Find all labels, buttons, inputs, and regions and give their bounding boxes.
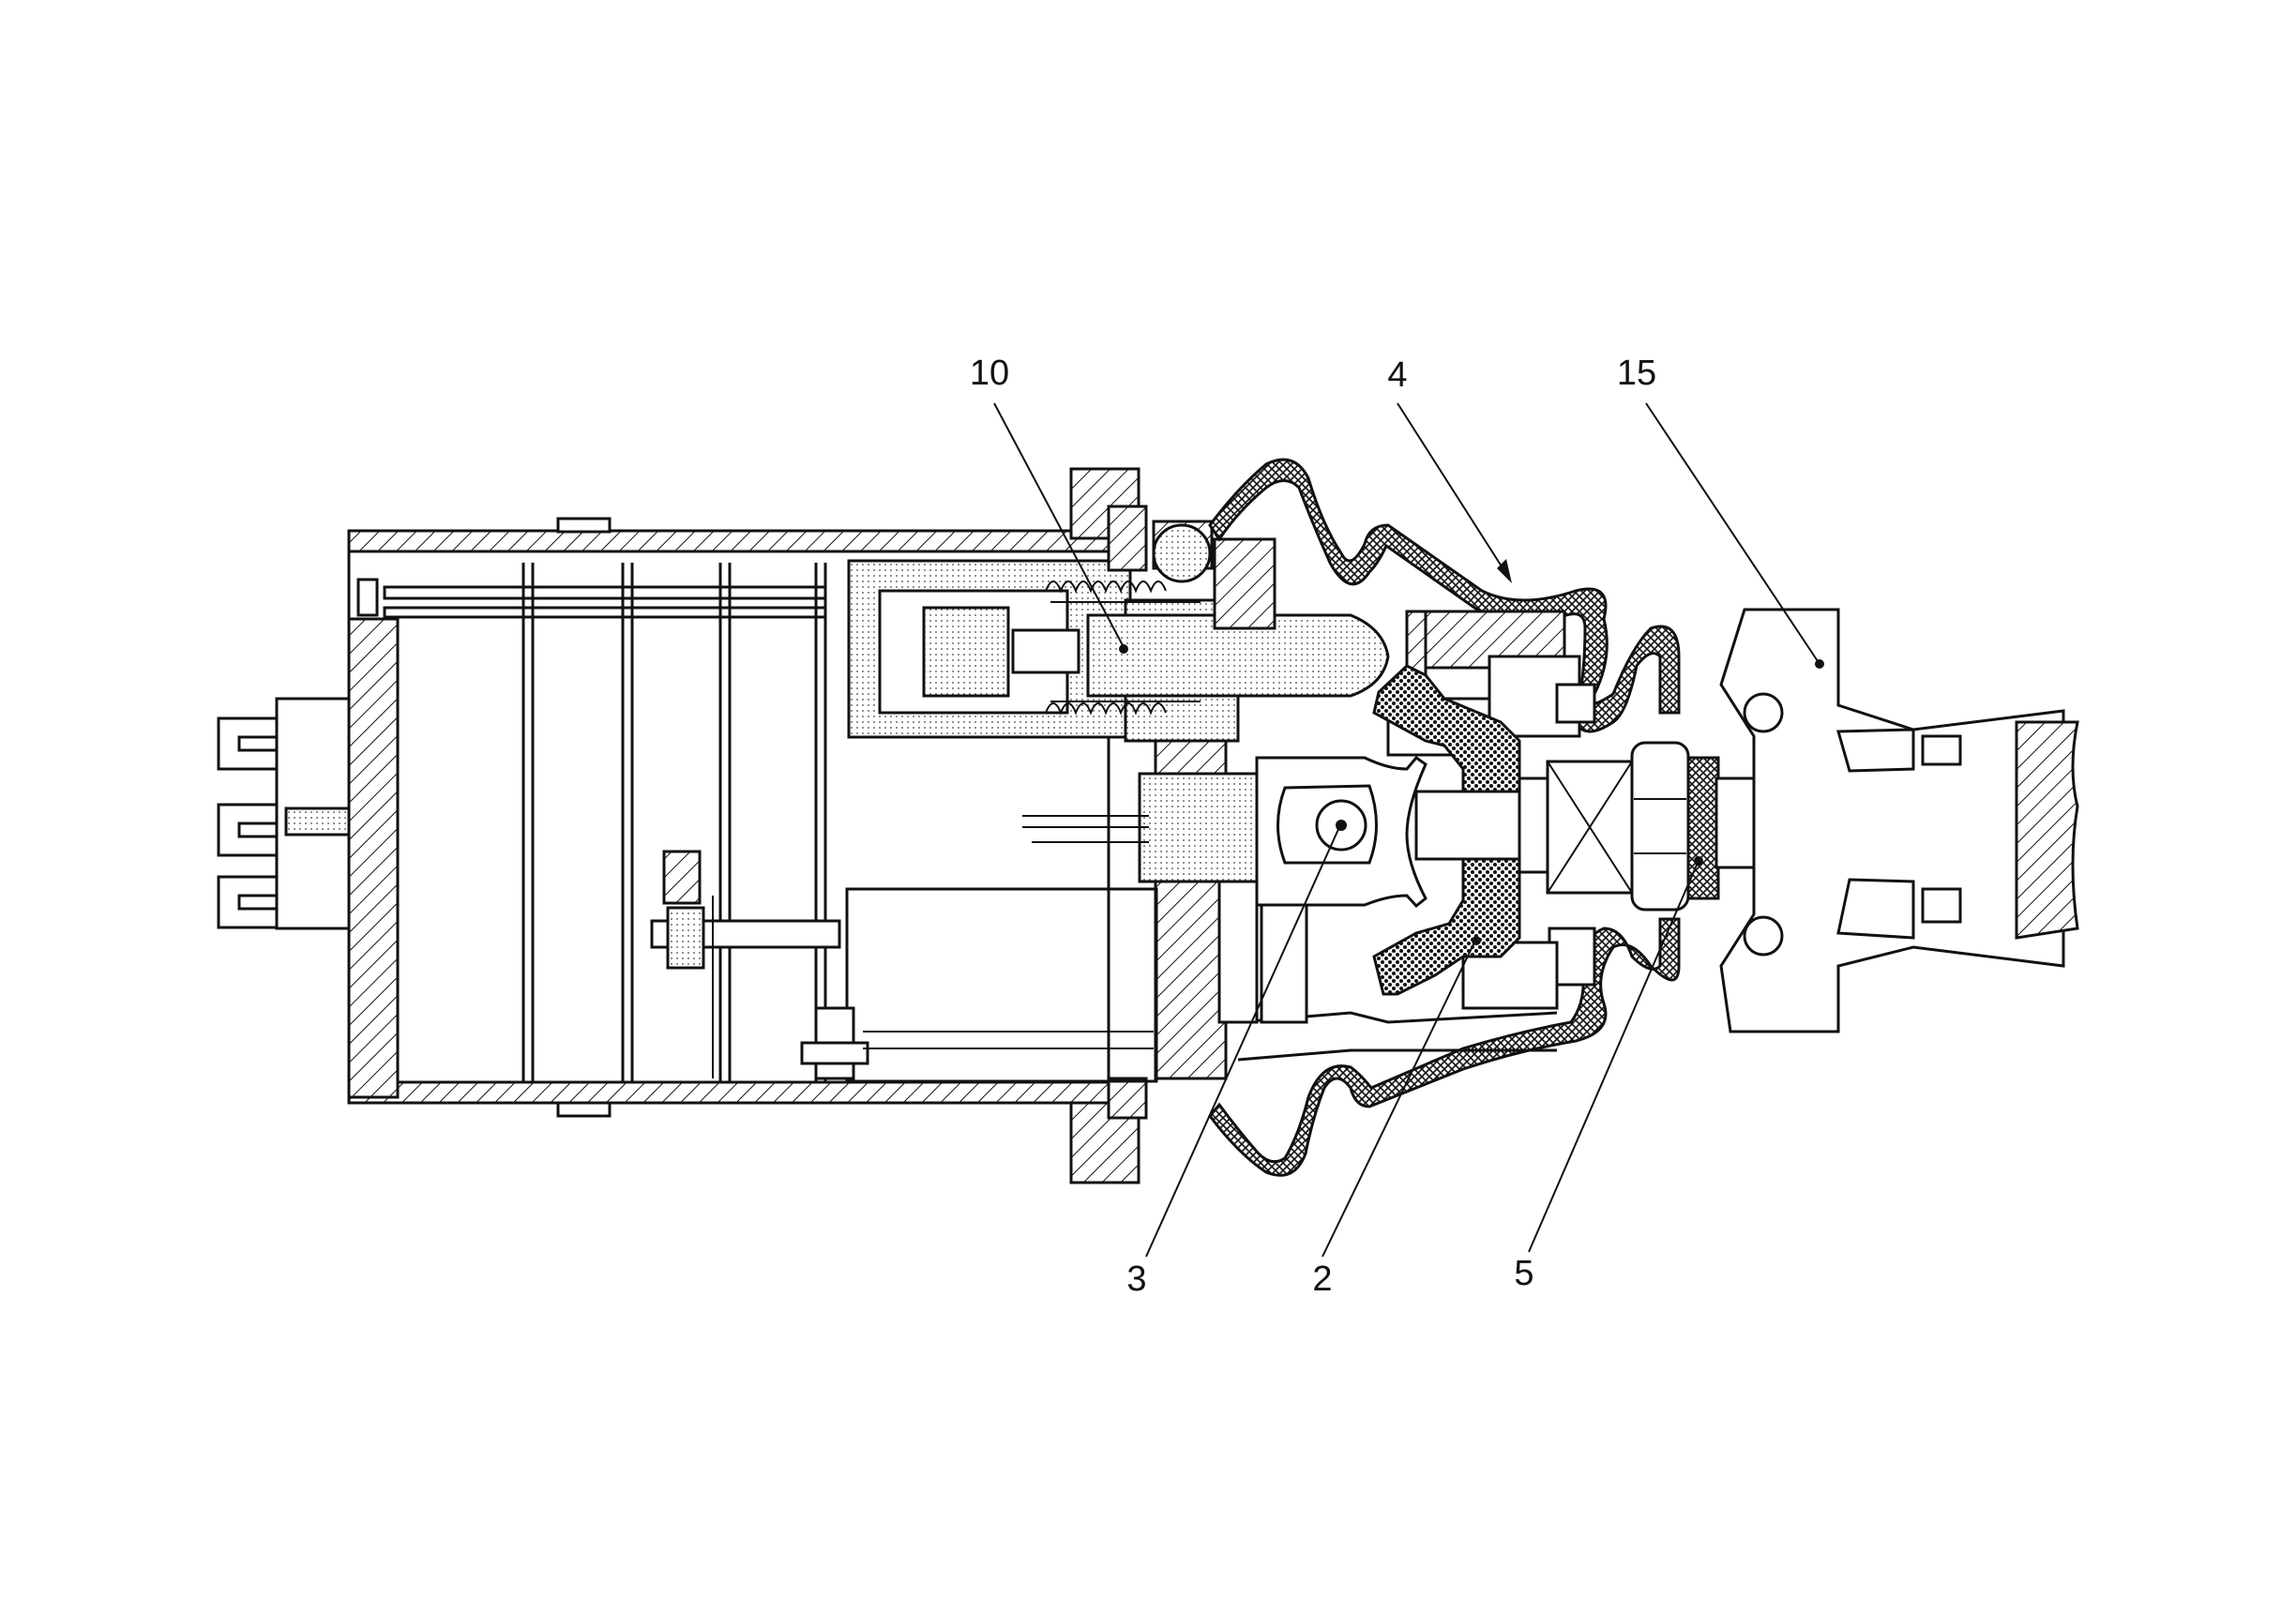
plunger — [1086, 613, 1390, 698]
callout-2: 2 — [1312, 1259, 1332, 1299]
lever-arm — [1719, 608, 2079, 1033]
ball-joint — [1138, 755, 1540, 909]
coil-assembly — [800, 815, 1158, 1083]
leader-lines — [993, 402, 1824, 1258]
callout-10: 10 — [970, 354, 1009, 393]
callout-3: 3 — [1126, 1259, 1146, 1299]
tie-rods — [383, 563, 827, 1083]
rubber-boot — [1208, 458, 1681, 1177]
connector-block — [217, 697, 354, 930]
callout-15: 15 — [1617, 354, 1656, 393]
callout-4: 4 — [1387, 355, 1407, 395]
callout-5: 5 — [1514, 1254, 1533, 1293]
adjuster-screw — [650, 850, 841, 1078]
